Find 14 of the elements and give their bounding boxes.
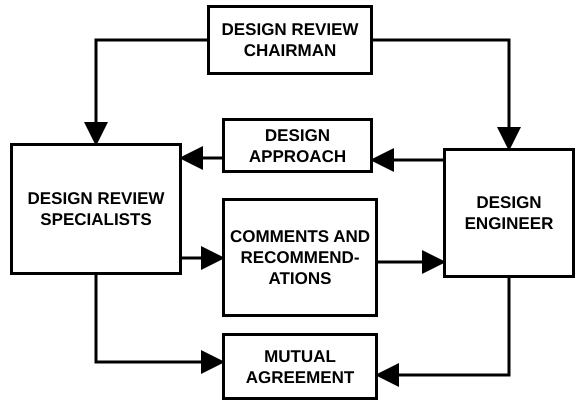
arrow (373, 38, 521, 151)
box-label: DESIGN REVIEW CHAIRMAN (220, 19, 360, 61)
process-box (222, 198, 378, 317)
box-label: DESIGN REVIEW SPECIALISTS (26, 188, 166, 230)
process-box (10, 143, 182, 275)
process-box (222, 118, 373, 173)
box-label: MUTUAL AGREEMENT (244, 346, 356, 388)
box-label: DESIGN APPROACH (248, 124, 348, 166)
box-label: COMMENTS AND RECOMMEND- ATIONS (229, 226, 371, 289)
arrow (84, 38, 207, 146)
box-label: DESIGN ENGINEER (464, 192, 554, 234)
process-box (207, 5, 373, 75)
process-box (443, 148, 575, 278)
process-box (222, 333, 378, 400)
